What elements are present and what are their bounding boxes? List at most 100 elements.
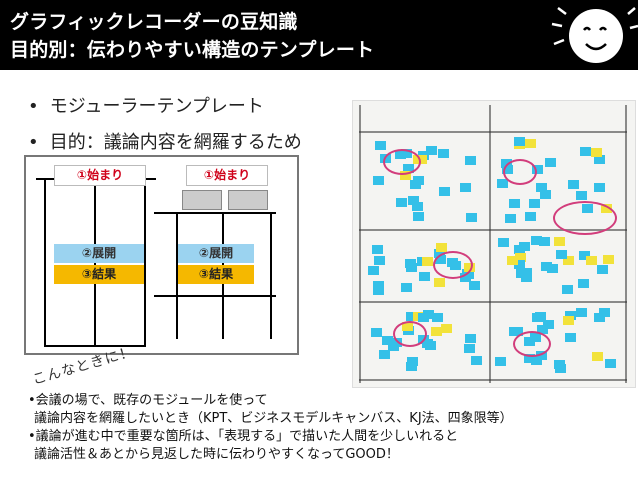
- photo-grid-line: [359, 105, 361, 383]
- template-line: [270, 214, 272, 339]
- photo-grid-line: [359, 229, 627, 231]
- sticky-note: [586, 256, 598, 266]
- start-label: ①始まり: [54, 165, 146, 186]
- sticky-note: [408, 196, 420, 206]
- gray-box: [182, 190, 222, 210]
- bullet-text: モジューラーテンプレート: [49, 96, 264, 117]
- sticky-note: [464, 344, 476, 354]
- sticky-note: [530, 236, 542, 246]
- sticky-note: [540, 261, 552, 271]
- sticky-note: [404, 259, 416, 269]
- sticky-note: [469, 281, 481, 291]
- pink-circle: [553, 201, 617, 235]
- sticky-note: [515, 252, 527, 262]
- start-label: ①始まり: [186, 165, 268, 186]
- photo-grid-line: [359, 379, 627, 381]
- body-line: •会議の場で、既存のモジュールを使って: [28, 393, 268, 408]
- develop-label: ②展開: [54, 244, 144, 263]
- photo-grid-line: [625, 105, 627, 383]
- sticky-note: [373, 280, 385, 290]
- sticky-note: [388, 342, 400, 352]
- sticky-note: [379, 349, 391, 359]
- sticky-note: [498, 238, 510, 248]
- bullet-dot: •: [28, 96, 39, 117]
- sticky-note: [401, 283, 413, 293]
- sticky-note: [464, 333, 476, 343]
- pink-circle: [393, 321, 427, 347]
- sticky-note: [400, 171, 412, 181]
- sticky-note: [470, 355, 482, 365]
- header-bar: グラフィックレコーダーの豆知識 目的別：伝わりやすい構造のテンプレート: [0, 0, 638, 70]
- bullet-dot: •: [28, 132, 39, 153]
- sticky-note: [556, 249, 568, 259]
- pink-circle: [383, 149, 421, 175]
- sticky-note: [418, 271, 430, 281]
- sticky-note: [594, 182, 606, 192]
- sticky-note: [518, 241, 530, 251]
- pink-circle: [503, 159, 537, 185]
- sticky-note: [509, 198, 521, 208]
- sticky-note: [370, 328, 382, 338]
- sticky-note: [596, 264, 608, 274]
- body-line: 議論内容を網羅したいとき（KPT、ビジネスモデルキャンバス、KJ法、四象限等）: [34, 411, 513, 426]
- sticky-note: [591, 352, 603, 362]
- sticky-note: [532, 313, 544, 323]
- sticky-note: [565, 332, 577, 342]
- sticky-note: [579, 250, 591, 260]
- sticky-note: [523, 353, 535, 363]
- sticky-note: [513, 137, 525, 147]
- sticky-note: [575, 307, 587, 317]
- sticky-note: [591, 148, 603, 158]
- sticky-note: [525, 138, 537, 148]
- body-line: •議論が進む中で重要な箇所は、「表現する」で描いた人間を少しいれると: [28, 429, 459, 444]
- sticky-note: [528, 198, 540, 208]
- sticky-note: [373, 175, 385, 185]
- sticky-note: [438, 187, 450, 197]
- sticky-note: [599, 308, 611, 318]
- sticky-note: [539, 190, 551, 200]
- sticky-note: [436, 243, 448, 252]
- sticky-note: [578, 279, 590, 289]
- sticky-note: [465, 155, 477, 165]
- gray-box: [228, 190, 268, 210]
- photo-grid-line: [359, 131, 627, 133]
- sticky-note: [547, 263, 558, 273]
- sticky-note: [575, 191, 587, 201]
- sticky-note: [537, 324, 549, 334]
- sticky-note: [430, 327, 442, 337]
- sticky-note: [531, 164, 543, 174]
- photo-grid-line: [359, 301, 627, 303]
- result-label: ③結果: [54, 265, 144, 284]
- smiley-face-icon: [551, 7, 638, 63]
- graphic-recording-photo: [352, 100, 636, 388]
- sticky-note: [406, 312, 418, 322]
- title-line-1: グラフィックレコーダーの豆知識: [10, 11, 298, 33]
- pink-circle: [513, 331, 551, 357]
- sticky-note: [562, 315, 574, 325]
- sticky-note: [412, 211, 424, 221]
- sticky-note: [374, 255, 386, 265]
- sticky-note: [593, 313, 605, 323]
- template-line: [176, 214, 178, 339]
- sticky-note: [506, 256, 518, 266]
- sticky-note: [535, 351, 547, 361]
- bullet-text: 目的：議論内容を網羅するため: [49, 132, 302, 153]
- sticky-note: [412, 202, 424, 212]
- sticky-note: [603, 254, 615, 264]
- sticky-note: [545, 157, 557, 167]
- sticky-note: [579, 147, 591, 157]
- body-line: 議論活性＆あとから見返した時に伝わりやすくなってGOOD！: [34, 447, 399, 462]
- develop-label: ②展開: [178, 244, 254, 263]
- sticky-note: [374, 140, 386, 150]
- sticky-note: [437, 149, 449, 159]
- sticky-note: [542, 320, 554, 330]
- sticky-note: [422, 256, 434, 266]
- sticky-note: [368, 266, 380, 276]
- pink-circle: [433, 251, 473, 279]
- sticky-note: [410, 179, 422, 189]
- photo-grid-line: [489, 105, 491, 383]
- sticky-note: [536, 182, 548, 192]
- template-line: [44, 345, 146, 347]
- bullet-item: • モジューラーテンプレート: [28, 92, 302, 118]
- sticky-note: [407, 356, 419, 366]
